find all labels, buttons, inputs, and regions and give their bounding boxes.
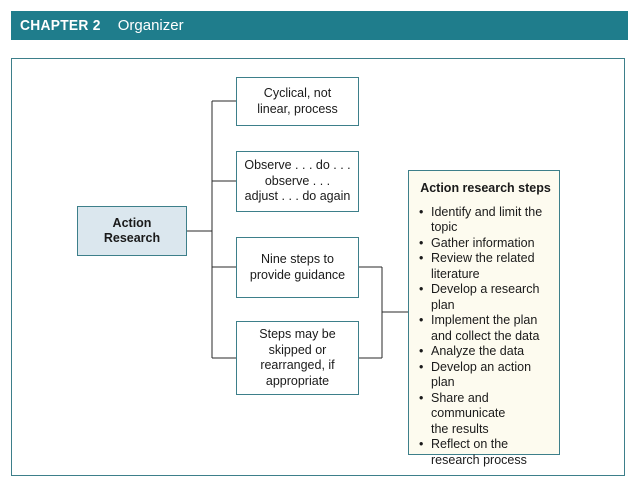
step-item: Develop an action plan: [418, 360, 553, 391]
step-item: Reflect on the research process: [418, 437, 553, 468]
step-item: Review the related literature: [418, 251, 553, 282]
step-item: Gather information: [418, 236, 553, 252]
header-title: Organizer: [117, 17, 184, 34]
chapter-header: CHAPTER 2 Organizer: [11, 11, 628, 40]
branch-node-nine-steps: Nine steps to provide guidance: [236, 237, 359, 298]
step-item: Develop a research plan: [418, 282, 553, 313]
steps-list: Identify and limit the topic Gather info…: [418, 205, 553, 469]
organizer-frame: [11, 58, 625, 476]
step-item: Share and communicate the results: [418, 391, 553, 438]
branch-node-steps-skipped: Steps may be skipped or rearranged, if a…: [236, 321, 359, 395]
step-item: Implement the plan and collect the data: [418, 313, 553, 344]
step-item: Analyze the data: [418, 344, 553, 360]
action-research-steps-box: Action research steps Identify and limit…: [408, 170, 560, 467]
root-node-action-research: Action Research: [77, 206, 187, 256]
steps-title: Action research steps: [420, 181, 551, 195]
branch-node-cyclical: Cyclical, not linear, process: [236, 77, 359, 126]
step-item: Identify and limit the topic: [418, 205, 553, 236]
branch-node-observe: Observe . . . do . . . observe . . . adj…: [236, 151, 359, 212]
chapter-label: CHAPTER 2: [20, 17, 101, 34]
